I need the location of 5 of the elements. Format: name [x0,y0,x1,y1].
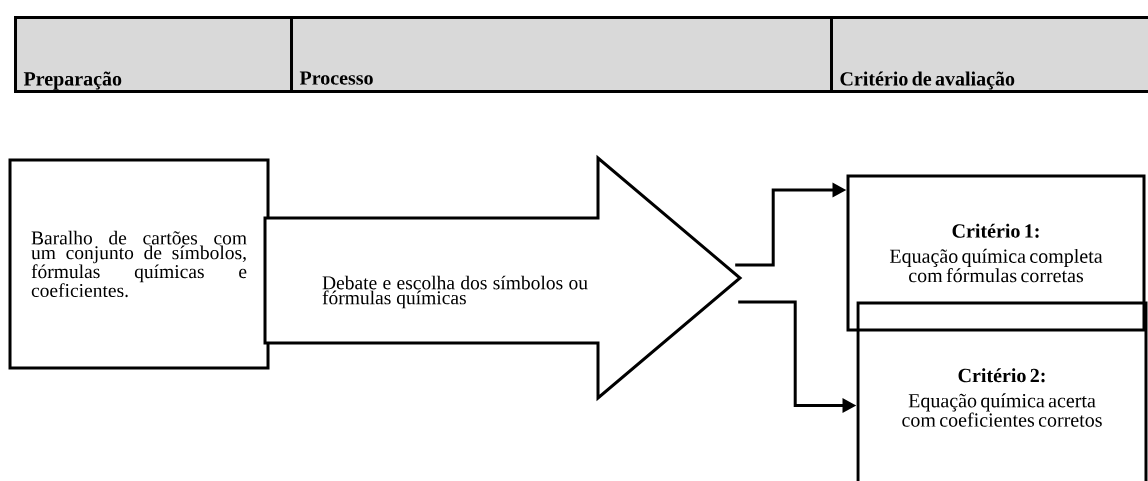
header-cell: Preparação [14,16,293,93]
criterion-box: Critério 1: Equação química completa com fórmulas corretas [846,174,1146,332]
header-cell: Critério de avaliação [830,16,1148,93]
criterion-box: Critério 2: Equação química acerta com coeficientes corretos [856,301,1148,481]
header-cell: Processo [290,16,833,93]
